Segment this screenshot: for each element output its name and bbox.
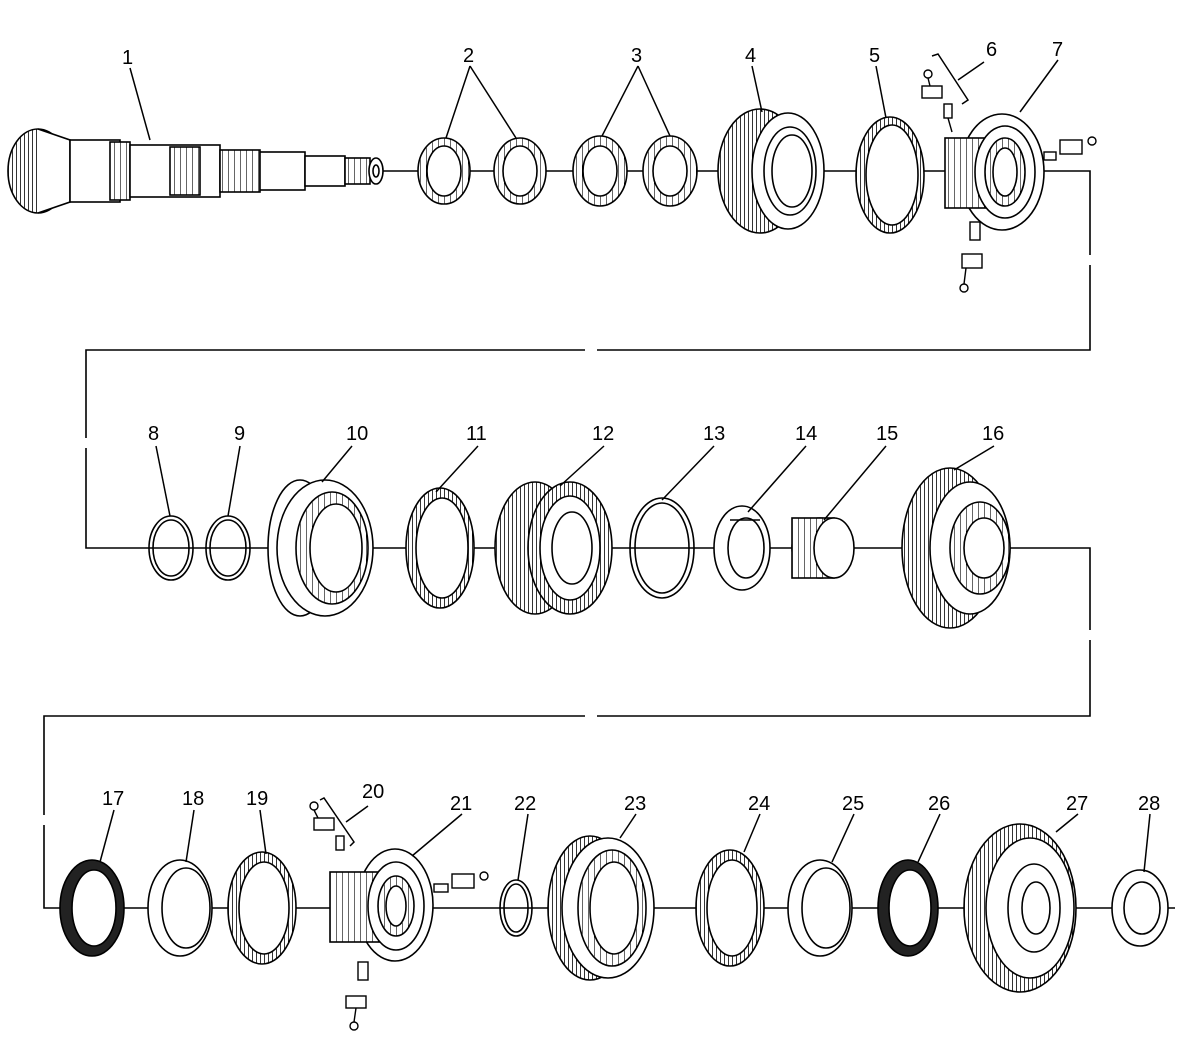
synchronizer-assembly-part-21 bbox=[329, 848, 434, 962]
callout-label: 12 bbox=[592, 423, 614, 445]
callout-label: 15 bbox=[876, 423, 898, 445]
callout-label: 25 bbox=[842, 793, 864, 815]
callout-label: 19 bbox=[246, 788, 268, 810]
thrust-washer-part-28 bbox=[1111, 869, 1169, 947]
callout-label: 28 bbox=[1138, 793, 1160, 815]
callout-label: 13 bbox=[703, 423, 725, 445]
synchronizer-key-assembly-part-6 bbox=[921, 69, 1097, 293]
callout-label: 8 bbox=[148, 423, 159, 445]
callout-label: 27 bbox=[1066, 793, 1088, 815]
callout-label: 23 bbox=[624, 793, 646, 815]
axis-break bbox=[38, 815, 50, 825]
gear-part-27 bbox=[963, 823, 1077, 993]
callout-label: 4 bbox=[745, 45, 756, 67]
callout-label: 14 bbox=[795, 423, 817, 445]
synchronizer-ring-part-19 bbox=[227, 851, 297, 965]
synchronizer-sleeve-part-10 bbox=[267, 479, 374, 617]
snap-ring-part-13 bbox=[629, 497, 695, 599]
callout-label: 18 bbox=[182, 788, 204, 810]
synchronizer-ring-part-26 bbox=[877, 859, 939, 957]
axis-break bbox=[80, 438, 92, 448]
needle-bearing-part-15 bbox=[791, 517, 855, 579]
thrust-washer-part-14 bbox=[713, 505, 771, 591]
callout-labels: 1 2 3 4 5 6 7 8 9 10 11 12 13 14 15 16 1… bbox=[102, 39, 1160, 815]
synchronizer-ring-part-11 bbox=[405, 487, 475, 609]
snap-ring-part-22 bbox=[499, 879, 533, 937]
callout-label: 7 bbox=[1052, 39, 1063, 61]
synchronizer-sleeve-part-23 bbox=[547, 835, 655, 981]
callout-label: 1 bbox=[122, 47, 133, 69]
snap-ring-part-8 bbox=[148, 515, 194, 581]
synchronizer-cone-part-25 bbox=[787, 859, 853, 957]
synchronizer-key-assembly-part-20 bbox=[309, 801, 489, 1031]
synchronizer-ring-part-17 bbox=[59, 859, 125, 957]
axis-break bbox=[585, 344, 597, 356]
synchronizer-cone-part-18 bbox=[147, 859, 213, 957]
synchronizer-assembly-part-7 bbox=[944, 113, 1045, 231]
axis-break bbox=[585, 710, 597, 722]
leader-lines bbox=[99, 53, 1151, 881]
axis-breaks bbox=[38, 255, 1096, 825]
axis-break bbox=[1084, 630, 1096, 640]
callout-label: 2 bbox=[463, 45, 474, 67]
callout-label: 20 bbox=[362, 781, 384, 803]
synchronizer-ring-part-5 bbox=[855, 116, 925, 234]
callout-label: 16 bbox=[982, 423, 1004, 445]
axis-break bbox=[1084, 255, 1096, 265]
callout-label: 21 bbox=[450, 793, 472, 815]
synchronizer-ring-part-24 bbox=[695, 849, 765, 967]
callout-label: 11 bbox=[466, 423, 487, 445]
needle-bearing-pair-2 bbox=[417, 137, 547, 205]
callout-label: 6 bbox=[986, 39, 997, 61]
callout-label: 3 bbox=[631, 45, 642, 67]
shaft-part bbox=[7, 128, 384, 214]
callout-label: 26 bbox=[928, 793, 950, 815]
callout-label: 24 bbox=[748, 793, 770, 815]
needle-bearing-pair-3 bbox=[572, 135, 698, 207]
callout-label: 5 bbox=[869, 45, 880, 67]
callout-label: 9 bbox=[234, 423, 245, 445]
callout-label: 10 bbox=[346, 423, 368, 445]
gear-part-4 bbox=[717, 108, 825, 234]
callout-label: 22 bbox=[514, 793, 536, 815]
callout-label: 17 bbox=[102, 788, 124, 810]
gear-part-16 bbox=[901, 467, 1011, 629]
gear-part-12 bbox=[494, 481, 613, 615]
